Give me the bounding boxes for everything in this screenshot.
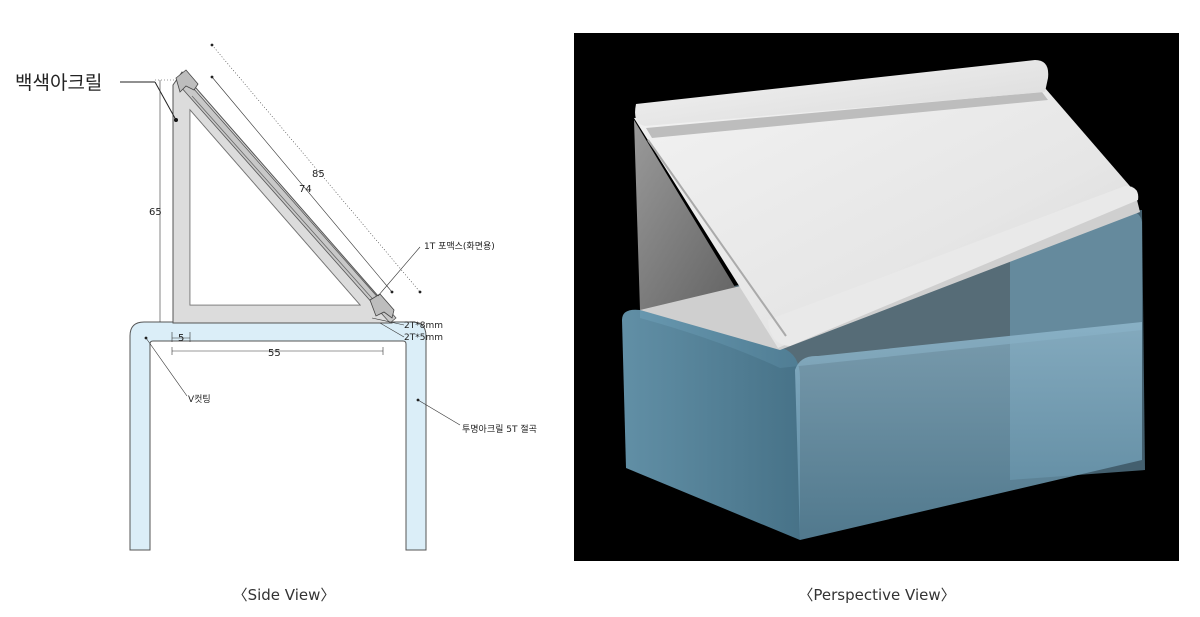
leader-material-dot: [174, 118, 178, 122]
caption-side-view: 〈Side View〉: [233, 586, 336, 604]
base-left-leg: [622, 309, 800, 540]
stand-main-face: [634, 88, 1135, 348]
leader-2t8: [371, 317, 405, 326]
top-clip: [175, 69, 199, 93]
label-formex: 1T 포맥스(화면용): [424, 241, 495, 252]
dim-74-tick-b: [390, 290, 394, 294]
label-clear: 투명아크릴 5T 절곡: [462, 423, 537, 435]
panel-inner-line: [191, 95, 379, 306]
dim-65-label: 65: [149, 207, 162, 218]
dim-55-label: 55: [268, 348, 281, 359]
dim-74-label: 74: [299, 184, 312, 195]
stand-top-rail: [635, 60, 1049, 126]
label-2t5: 2T*5mm: [404, 333, 443, 343]
dim-74-tick-a: [210, 75, 214, 79]
label-2t8: 2T*8mm: [404, 321, 443, 331]
clear-acrylic-base: [129, 321, 427, 551]
base-front-face: [795, 322, 1142, 540]
leader-material-diag: [154, 81, 177, 121]
stand-bottom-rail: [768, 186, 1139, 346]
perspective-view: 〈Perspective View〉: [574, 33, 1179, 604]
dim-74-line: [211, 76, 393, 293]
leader-vcut: [145, 337, 188, 397]
stand-bevel-line: [647, 139, 787, 337]
label-vcut: V컷팅: [188, 394, 211, 405]
leader-clear: [417, 399, 461, 426]
leader-formex: [377, 246, 421, 297]
leader-2t5: [379, 322, 405, 338]
caption-perspective-view: 〈Perspective View〉: [798, 586, 955, 604]
dim-5-label: 5: [178, 333, 184, 344]
side-view: 백색아크릴 65 85 74 1T 포맥스(화면용) 2T*8mm 2T*5mm…: [15, 43, 537, 604]
dim-85-label: 85: [312, 169, 325, 180]
stand-face-edge: [646, 92, 1048, 138]
dim-85-tick-b: [418, 290, 422, 294]
leader-clear-dot: [416, 398, 420, 402]
callout-material: 백색아크릴: [15, 72, 102, 94]
frame-inner-bevel: [189, 108, 361, 306]
dim-85-tick-a: [210, 43, 214, 47]
leader-vcut-dot: [144, 336, 148, 340]
